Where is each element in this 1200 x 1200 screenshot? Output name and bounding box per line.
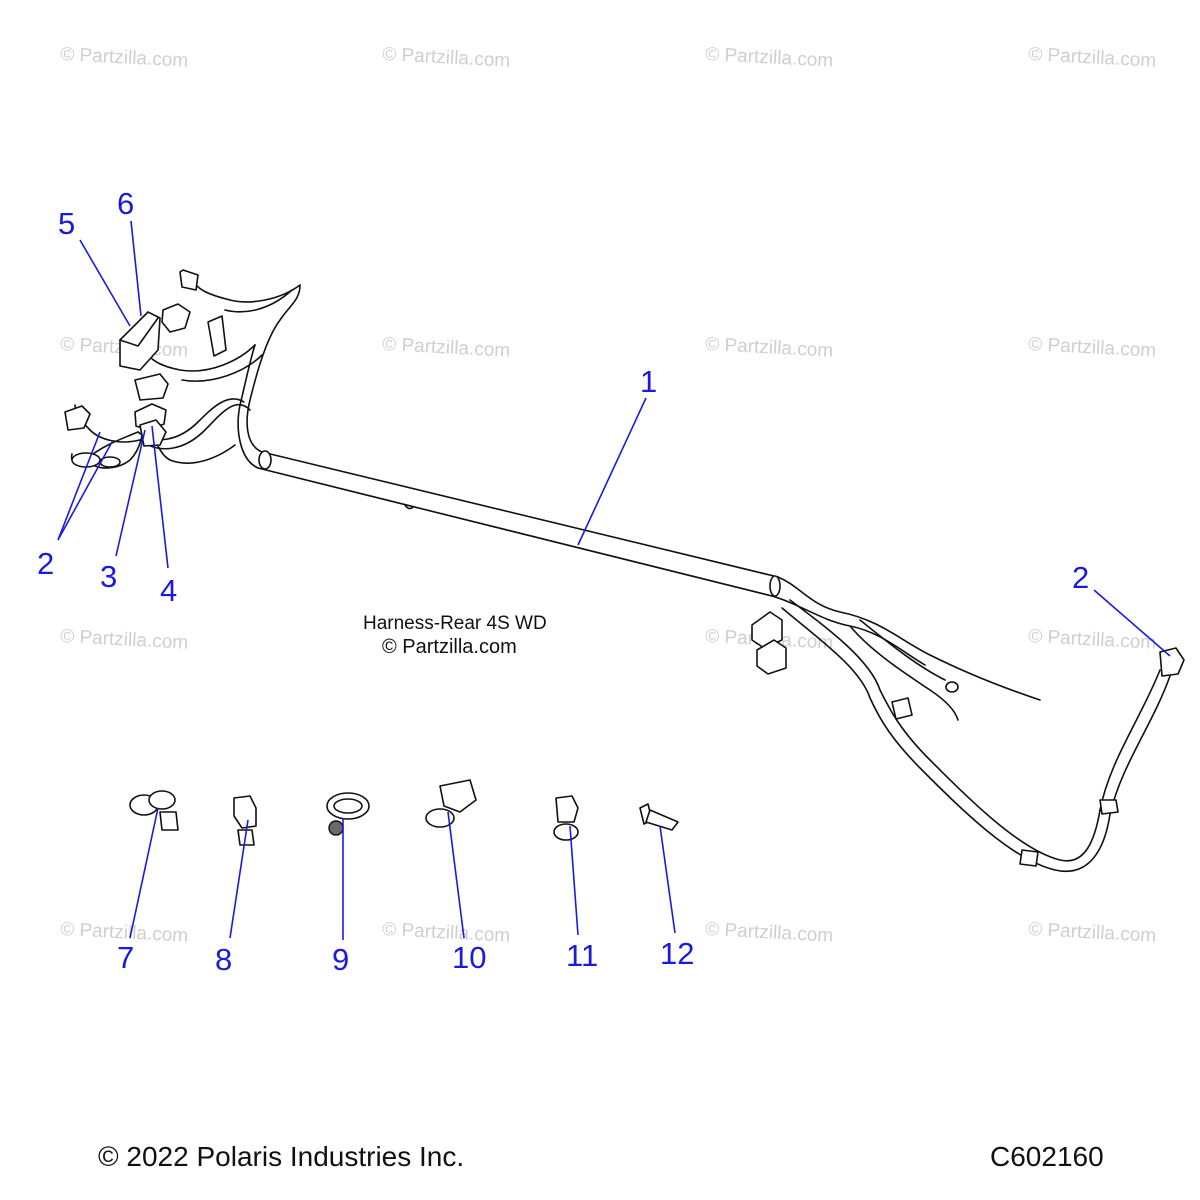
- callout-12: 12: [660, 936, 694, 971]
- watermark: © Partzilla.com: [382, 919, 511, 947]
- leader-line-1: [577, 397, 647, 546]
- callout-3: 3: [100, 559, 117, 594]
- leader-line-5: [79, 239, 131, 327]
- harness-drawing: [64, 269, 1185, 873]
- watermark: © Partzilla.com: [382, 44, 511, 72]
- leader-line-10: [447, 811, 465, 939]
- leader-line-11: [569, 825, 579, 936]
- watermark-layer: © Partzilla.com © Partzilla.com © Partzi…: [60, 44, 1157, 947]
- fasteners: [129, 779, 679, 846]
- callout-4: 4: [160, 573, 177, 608]
- callout-6: 6: [117, 186, 134, 221]
- leader-lines: [57, 220, 1171, 940]
- leader-line-3: [115, 429, 146, 557]
- watermark: © Partzilla.com: [1028, 334, 1157, 362]
- leader-line-8: [229, 819, 249, 939]
- callout-10: 10: [452, 940, 486, 975]
- watermark: © Partzilla.com: [60, 626, 189, 654]
- diagram-title: Harness-Rear 4S WD: [363, 613, 547, 634]
- watermark: © Partzilla.com: [1028, 44, 1157, 72]
- leader-line-12: [659, 825, 676, 934]
- leader-line-6: [130, 220, 142, 317]
- leader-line-7: [129, 807, 159, 939]
- callout-9: 9: [332, 942, 349, 977]
- callout-2-left: 2: [37, 546, 54, 581]
- diagram-code: C602160: [990, 1141, 1104, 1172]
- watermark: © Partzilla.com: [705, 334, 834, 362]
- leader-line-2c: [1093, 589, 1171, 657]
- watermark: © Partzilla.com: [1028, 919, 1157, 947]
- leader-line-2a: [57, 431, 101, 541]
- callout-7: 7: [117, 940, 134, 975]
- callout-8: 8: [215, 942, 232, 977]
- leader-line-2b: [57, 441, 113, 541]
- callout-5: 5: [58, 206, 75, 241]
- diagram-subtitle: © Partzilla.com: [382, 636, 517, 658]
- callouts: 1 2 2 3 4 5 6 7 8 9 10 11 12: [37, 186, 1089, 977]
- watermark: © Partzilla.com: [1028, 626, 1157, 654]
- watermark: © Partzilla.com: [382, 334, 511, 362]
- callout-1: 1: [640, 364, 657, 399]
- copyright-text: © 2022 Polaris Industries Inc.: [98, 1141, 465, 1172]
- leader-line-4: [151, 425, 169, 569]
- callout-11: 11: [566, 938, 598, 973]
- callout-2-right: 2: [1072, 560, 1089, 595]
- watermark: © Partzilla.com: [60, 44, 189, 72]
- watermark: © Partzilla.com: [705, 919, 834, 947]
- watermark: © Partzilla.com: [705, 44, 834, 72]
